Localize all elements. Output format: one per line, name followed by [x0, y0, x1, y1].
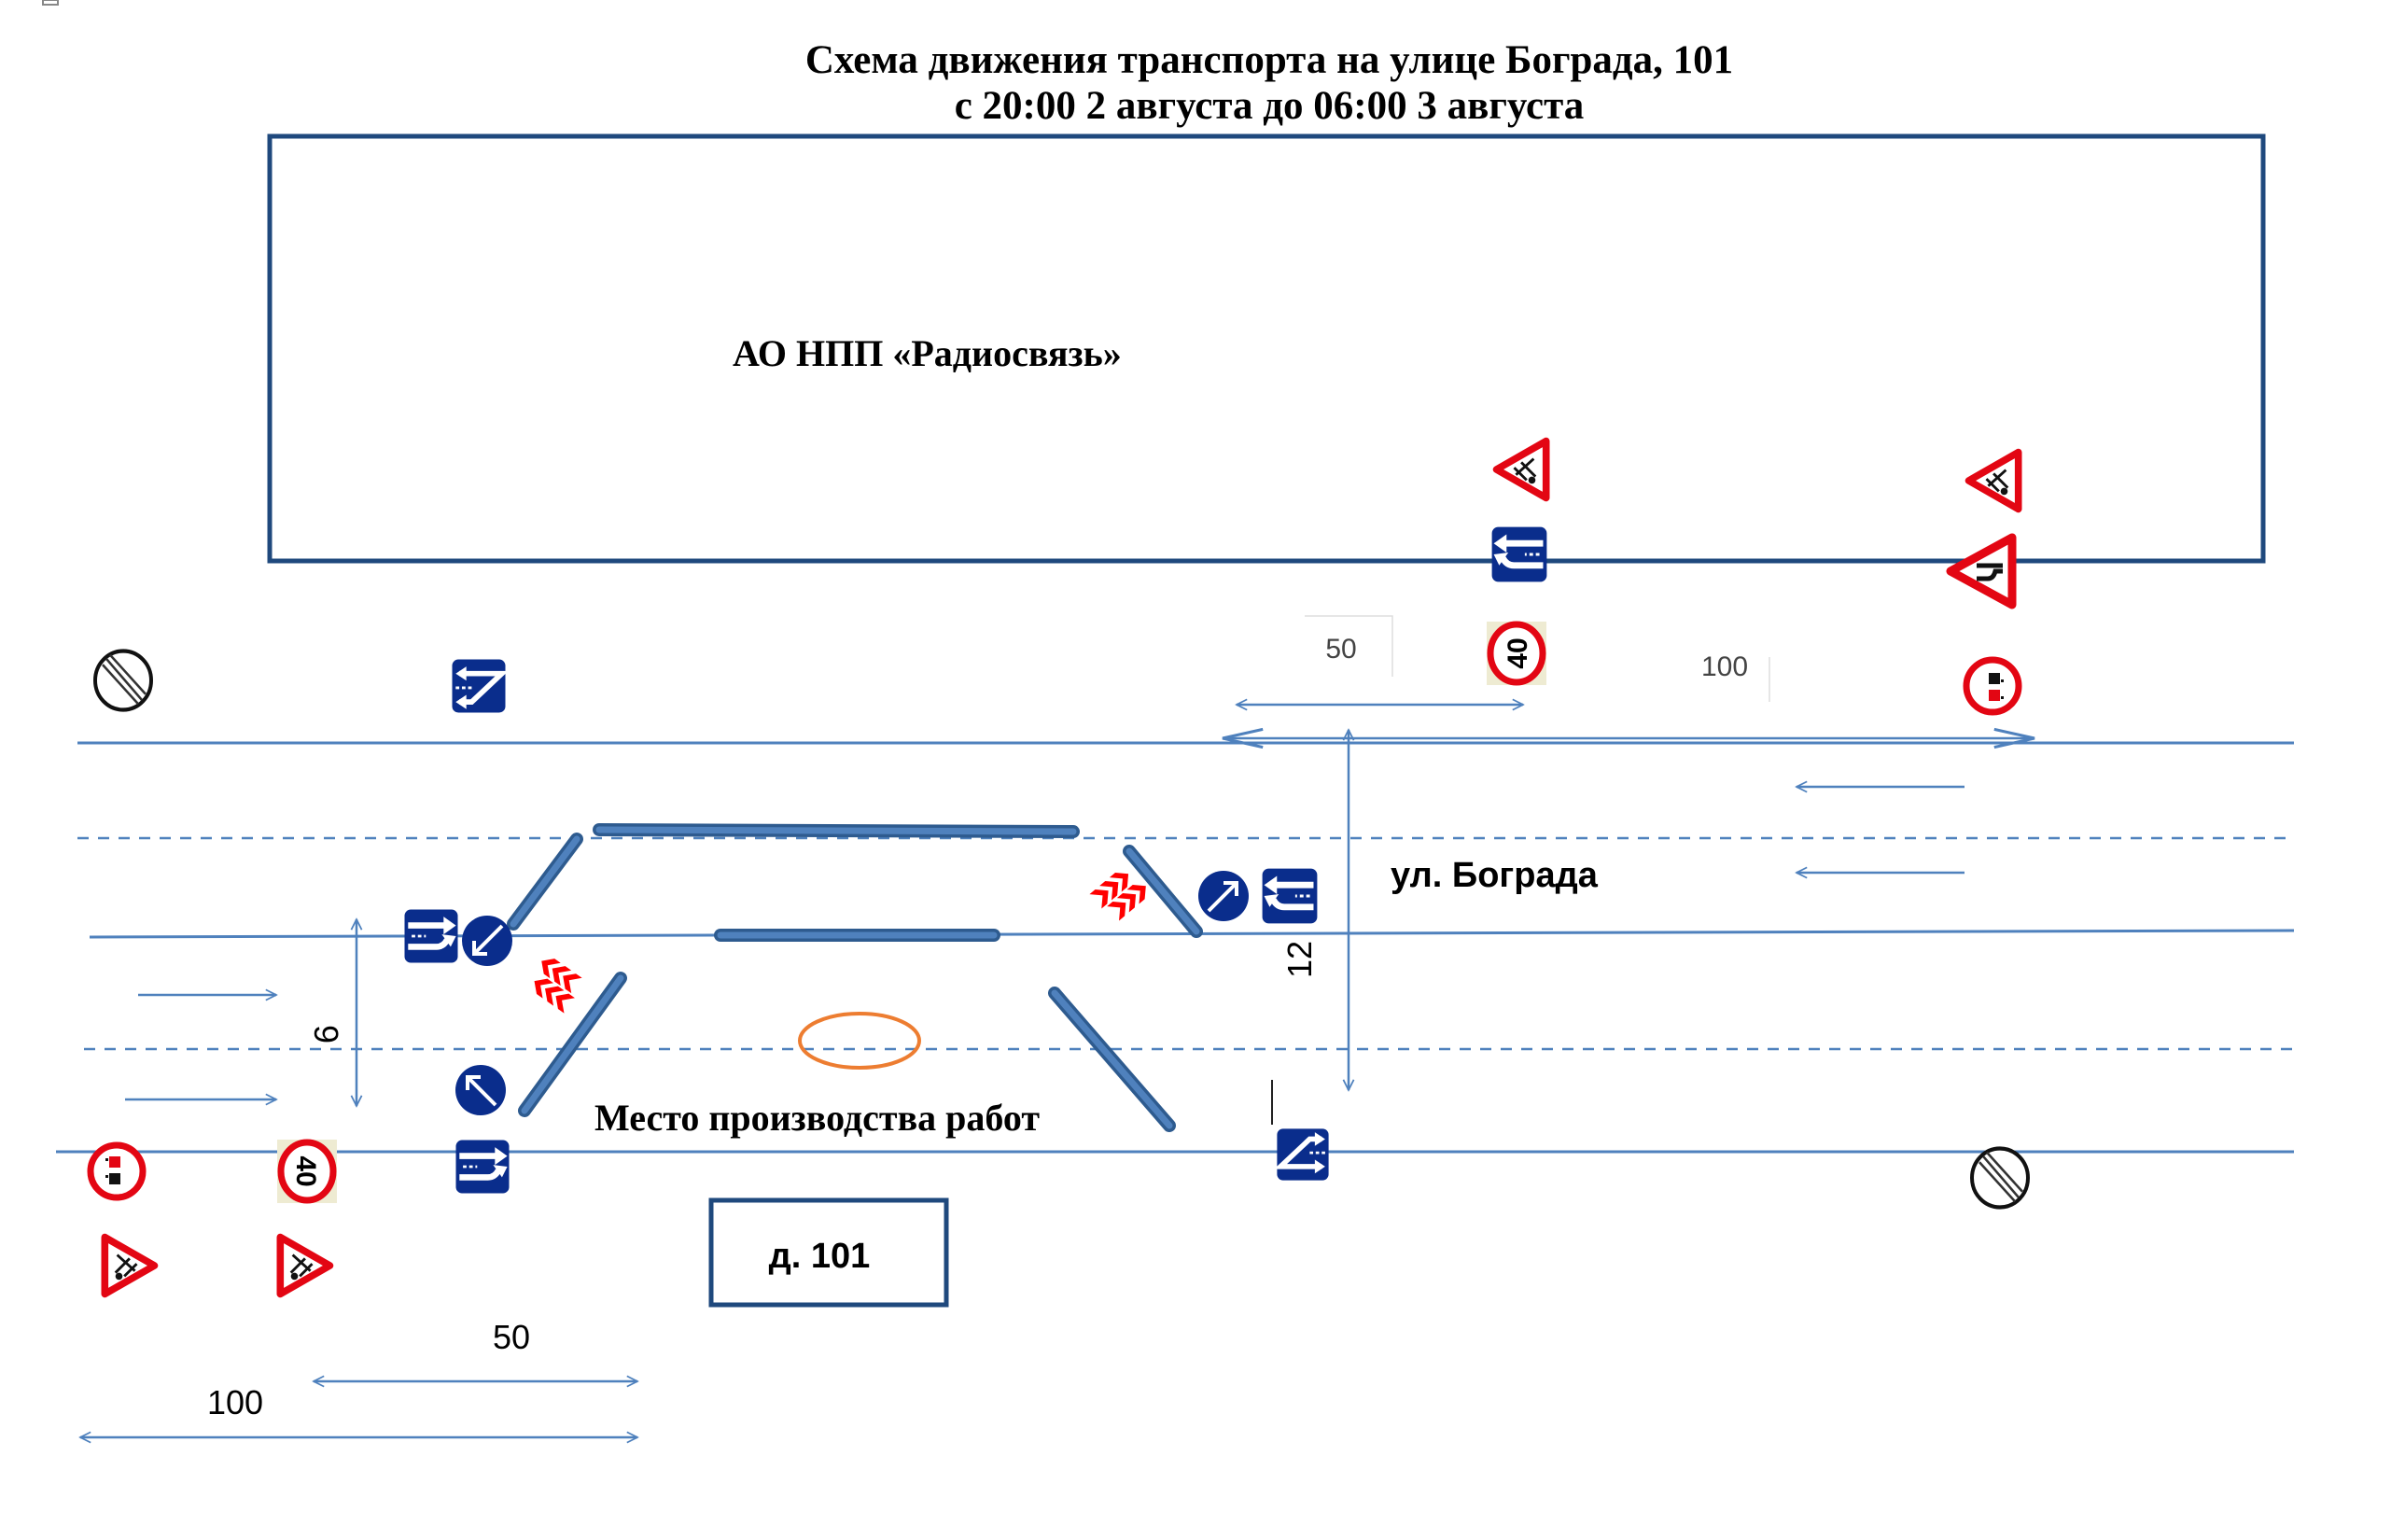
barrier-taper-ne: [1123, 845, 1203, 938]
speed-limit-40-icon: 40: [1487, 622, 1546, 685]
corner-artifact: [42, 0, 59, 6]
chevron-markers-west-icon: [524, 953, 587, 1014]
end-of-all-restrictions-icon: [95, 651, 151, 710]
end-of-all-restrictions-icon: [1972, 1149, 2028, 1208]
barrier-top: [593, 823, 1080, 838]
lane-shift-sign-icon: [1277, 1128, 1328, 1180]
dimension-label-12: 12: [1280, 941, 1319, 978]
pass-obstacle-left-icon: [460, 914, 514, 968]
dimension-label-bottom-50: 50: [493, 1318, 530, 1356]
building-radiosvyaz: [267, 133, 2266, 564]
dimension-label-9: 9: [307, 1025, 345, 1043]
building-101: [708, 1197, 949, 1308]
speed-limit-40-icon: 40: [277, 1140, 337, 1203]
dimension-label-top-50: 50: [1325, 634, 1356, 665]
dimension-label-bottom-100: 100: [207, 1383, 263, 1421]
street-name-label: ул. Бограда: [1391, 856, 1599, 895]
roadworks-warning-icon: [1497, 441, 1546, 498]
scheme-title-line2: с 20:00 2 августа до 06:00 3 августа: [955, 84, 1585, 128]
dimension-label-top-100: 100: [1701, 651, 1748, 682]
work-zone-label: Место производства работ: [594, 1097, 1040, 1139]
roadworks-warning-icon: [1969, 453, 2019, 510]
barrier-taper-nw: [507, 833, 583, 931]
roadworks-warning-icon: [280, 1238, 329, 1295]
building-101-label: д. 101: [769, 1237, 871, 1276]
label-box-50: [1305, 615, 1393, 677]
no-overtaking-icon: [1966, 660, 2019, 712]
barrier-taper-sw: [518, 972, 627, 1117]
no-overtaking-icon: [91, 1145, 143, 1197]
speed-limit-value: 40: [1503, 637, 1533, 668]
lane-merge-sign-icon: [405, 910, 458, 963]
barrier-taper-se: [1048, 987, 1176, 1132]
speed-limit-value: 40: [290, 1155, 321, 1186]
pass-obstacle-right-icon: [454, 1063, 508, 1117]
lane-merge-sign-icon: [1263, 869, 1318, 924]
roadworks-warning-icon: [105, 1238, 154, 1295]
work-pit-marker: [798, 1012, 921, 1070]
lane-merge-sign-icon: [1492, 527, 1547, 582]
building-radiosvyaz-label: АО НПП «Радиосвязь»: [733, 332, 1122, 374]
road-narrows-warning-icon: [1951, 538, 2012, 605]
pass-obstacle-right-icon: [1196, 869, 1251, 923]
lane-merge-sign-icon: [456, 1141, 510, 1194]
scheme-title-line1: Схема движения транспорта на улице Богра…: [805, 38, 1733, 82]
lane-shift-sign-icon: [453, 660, 506, 713]
